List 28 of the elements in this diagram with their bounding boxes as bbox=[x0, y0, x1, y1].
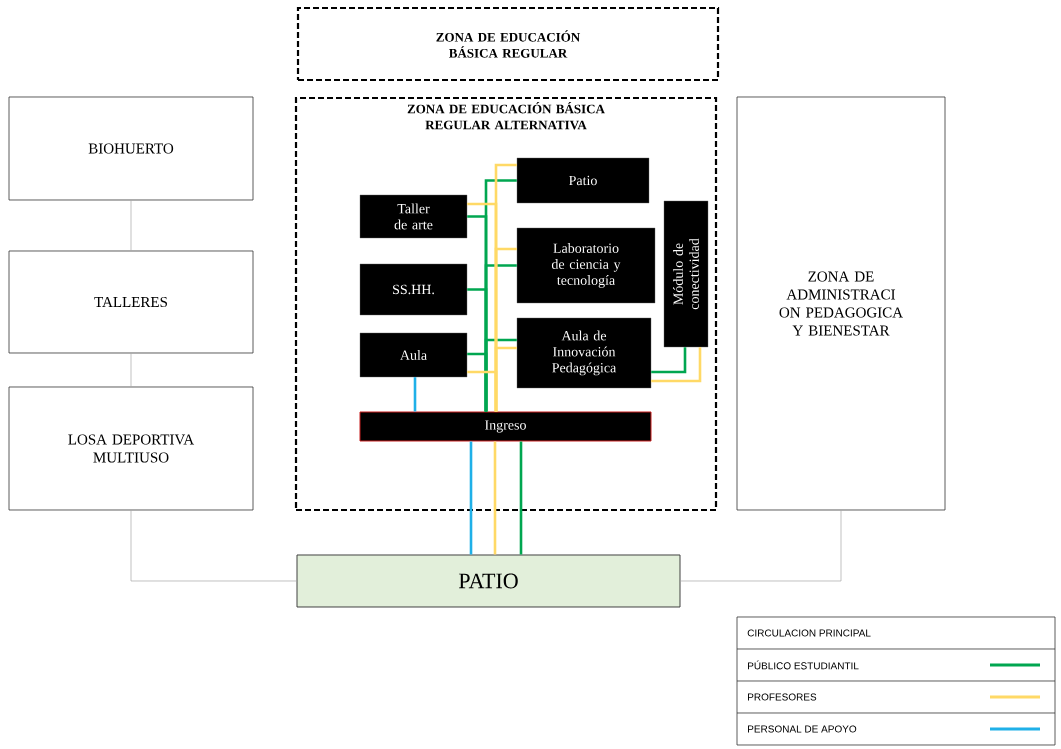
connector-line bbox=[493, 441, 497, 555]
connector-line bbox=[467, 370, 498, 412]
room-box: SS.HH. bbox=[359, 263, 468, 316]
room-box: Aula bbox=[359, 332, 468, 378]
connector-line bbox=[519, 441, 523, 555]
room-box: Módulo de conectividad bbox=[663, 200, 709, 348]
dashed-zone-box: ZONA DE EDUCACIÓN BÁSICA REGULAR bbox=[296, 6, 720, 82]
legend-text: PROFESORES bbox=[748, 693, 817, 701]
zone-box: ZONA DE ADMINISTRACI ON PEDAGOGICA Y BIENESTAR bbox=[736, 96, 946, 511]
connector-line bbox=[651, 347, 687, 374]
legend-text: PÚBLICO ESTUDIANTIL bbox=[748, 660, 859, 670]
connector-line bbox=[469, 441, 473, 555]
connector-line bbox=[413, 377, 417, 412]
connector-line bbox=[130, 510, 297, 582]
connector-line bbox=[467, 352, 488, 412]
room-box: Patio bbox=[516, 157, 650, 204]
room-box: Aula de Innovación Pedagógica bbox=[516, 317, 652, 389]
connector-line bbox=[651, 347, 702, 383]
zone-box: BIOHUERTO bbox=[8, 96, 254, 201]
legend-text: PERSONAL DE APOYO bbox=[748, 725, 857, 733]
room-box: Taller de arte bbox=[359, 194, 468, 239]
zone-box: TALLERES bbox=[8, 250, 254, 354]
connector-line bbox=[680, 510, 842, 582]
zone-box: LOSA DEPORTIVA MULTIUSO bbox=[8, 386, 254, 511]
entrance-box: Ingreso bbox=[359, 411, 652, 442]
patio-box: PATIO bbox=[296, 554, 681, 608]
room-box: Laboratorio de ciencia y tecnología bbox=[516, 227, 656, 304]
label: CIRCULACION PRINCIPAL bbox=[747, 629, 871, 637]
